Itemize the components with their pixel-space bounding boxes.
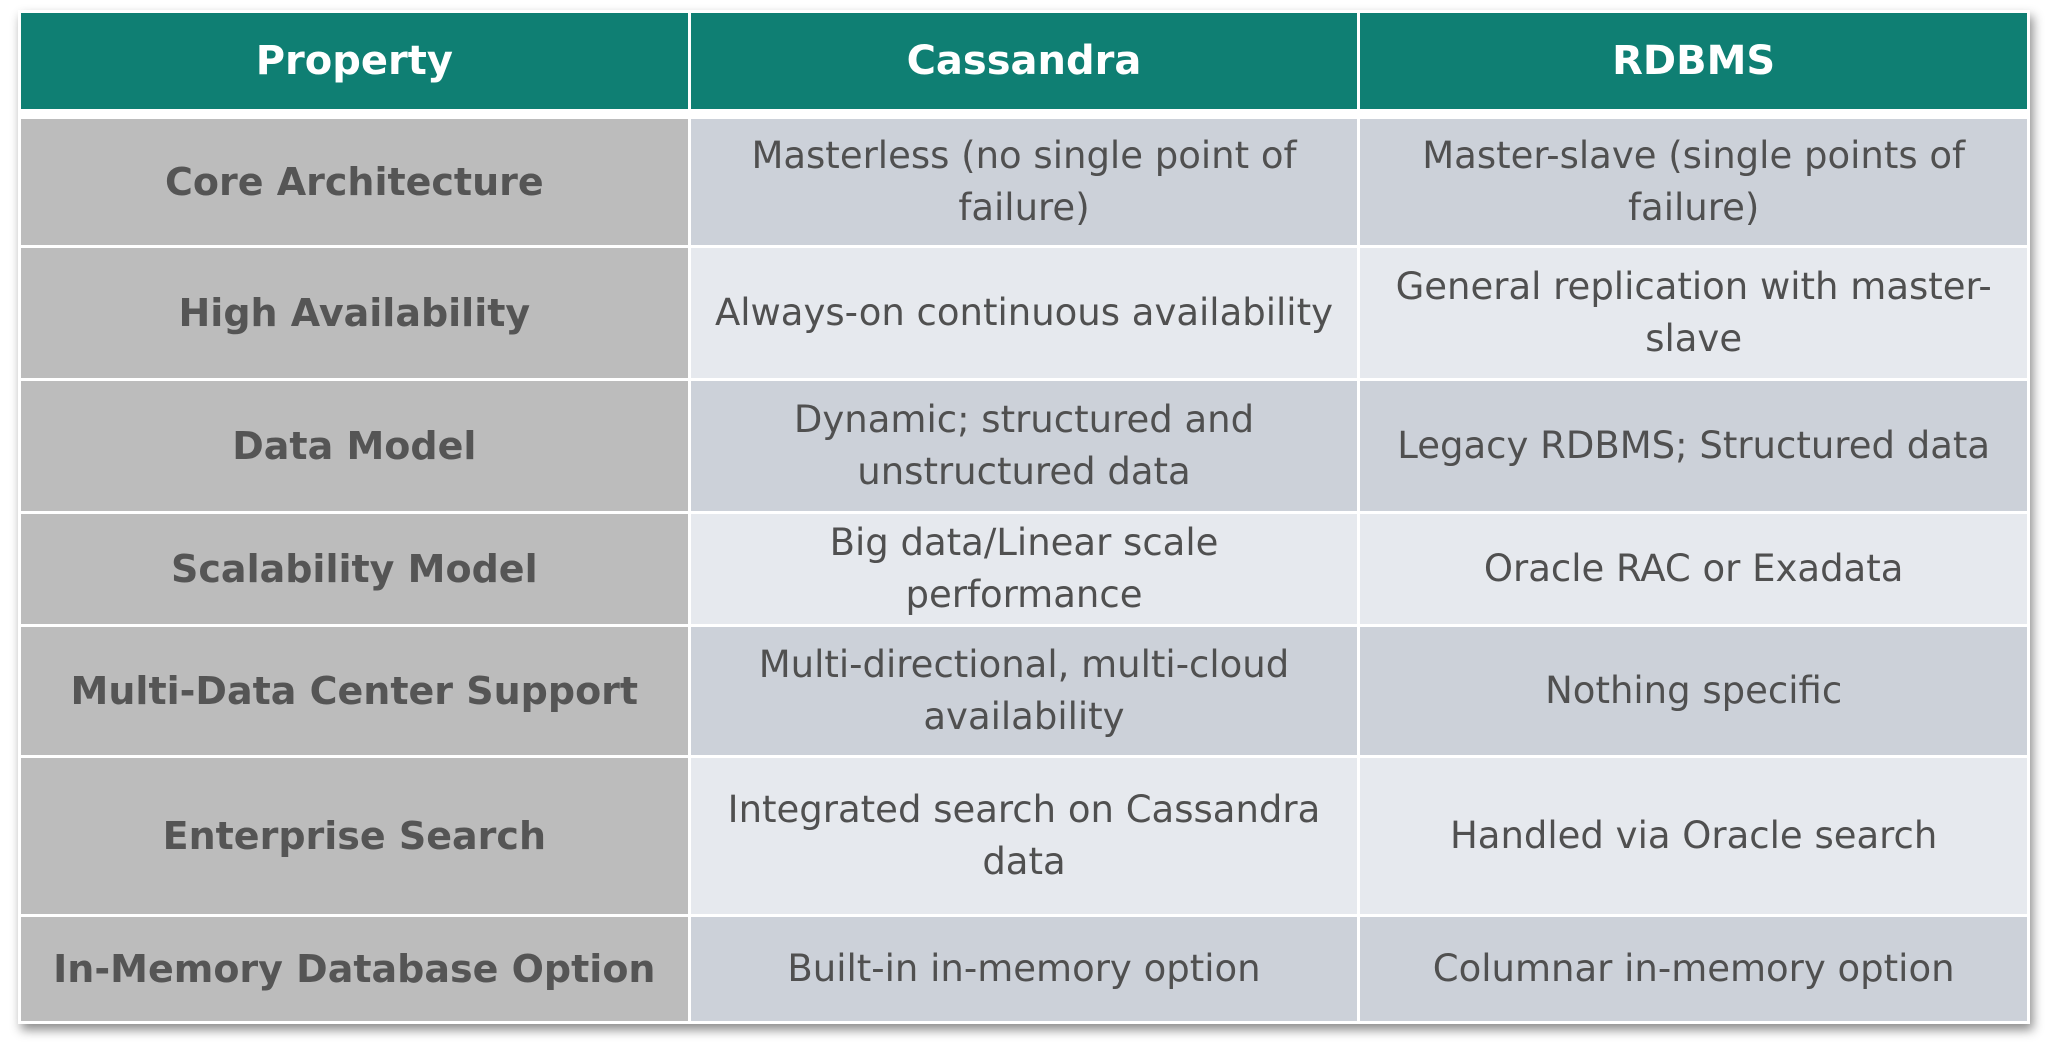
header-rdbms: RDBMS bbox=[1360, 13, 2027, 109]
header-spacer bbox=[21, 112, 2027, 117]
table-row: Multi-Data Center Support Multi-directio… bbox=[21, 626, 2027, 755]
cassandra-cell: Big data/Linear scale performance bbox=[690, 514, 1358, 624]
property-cell: Multi-Data Center Support bbox=[21, 626, 688, 755]
comparison-table-frame: Property Cassandra RDBMS Core Architectu… bbox=[18, 10, 2030, 1024]
header-property: Property bbox=[21, 13, 688, 109]
cassandra-cell: Always-on continuous availability bbox=[690, 248, 1358, 379]
table-row: In-Memory Database Option Built-in in-me… bbox=[21, 917, 2027, 1021]
spacer-cell bbox=[21, 112, 2027, 117]
property-cell: In-Memory Database Option bbox=[21, 917, 688, 1021]
rdbms-cell: Legacy RDBMS; Structured data bbox=[1360, 381, 2027, 512]
cassandra-cell: Integrated search on Cassandra data bbox=[690, 757, 1358, 915]
property-cell: Scalability Model bbox=[21, 514, 688, 624]
rdbms-cell: General replication with master-slave bbox=[1360, 248, 2027, 379]
table-row: Data Model Dynamic; structured and unstr… bbox=[21, 381, 2027, 512]
header-row: Property Cassandra RDBMS bbox=[21, 13, 2027, 109]
rdbms-cell: Nothing specific bbox=[1360, 626, 2027, 755]
rdbms-cell: Handled via Oracle search bbox=[1360, 757, 2027, 915]
cassandra-cell: Multi-directional, multi-cloud availabil… bbox=[690, 626, 1358, 755]
rdbms-cell: Oracle RAC or Exadata bbox=[1360, 514, 2027, 624]
property-cell: Data Model bbox=[21, 381, 688, 512]
table-row: Core Architecture Masterless (no single … bbox=[21, 119, 2027, 246]
property-cell: Core Architecture bbox=[21, 119, 688, 246]
cassandra-cell: Masterless (no single point of failure) bbox=[690, 119, 1358, 246]
cassandra-cell: Built-in in-memory option bbox=[690, 917, 1358, 1021]
table-row: Scalability Model Big data/Linear scale … bbox=[21, 514, 2027, 624]
cassandra-cell: Dynamic; structured and unstructured dat… bbox=[690, 381, 1358, 512]
comparison-table: Property Cassandra RDBMS Core Architectu… bbox=[18, 10, 2030, 1024]
property-cell: High Availability bbox=[21, 248, 688, 379]
property-cell: Enterprise Search bbox=[21, 757, 688, 915]
table-row: High Availability Always-on continuous a… bbox=[21, 248, 2027, 379]
rdbms-cell: Columnar in-memory option bbox=[1360, 917, 2027, 1021]
table-row: Enterprise Search Integrated search on C… bbox=[21, 757, 2027, 915]
header-cassandra: Cassandra bbox=[690, 13, 1358, 109]
rdbms-cell: Master-slave (single points of failure) bbox=[1360, 119, 2027, 246]
